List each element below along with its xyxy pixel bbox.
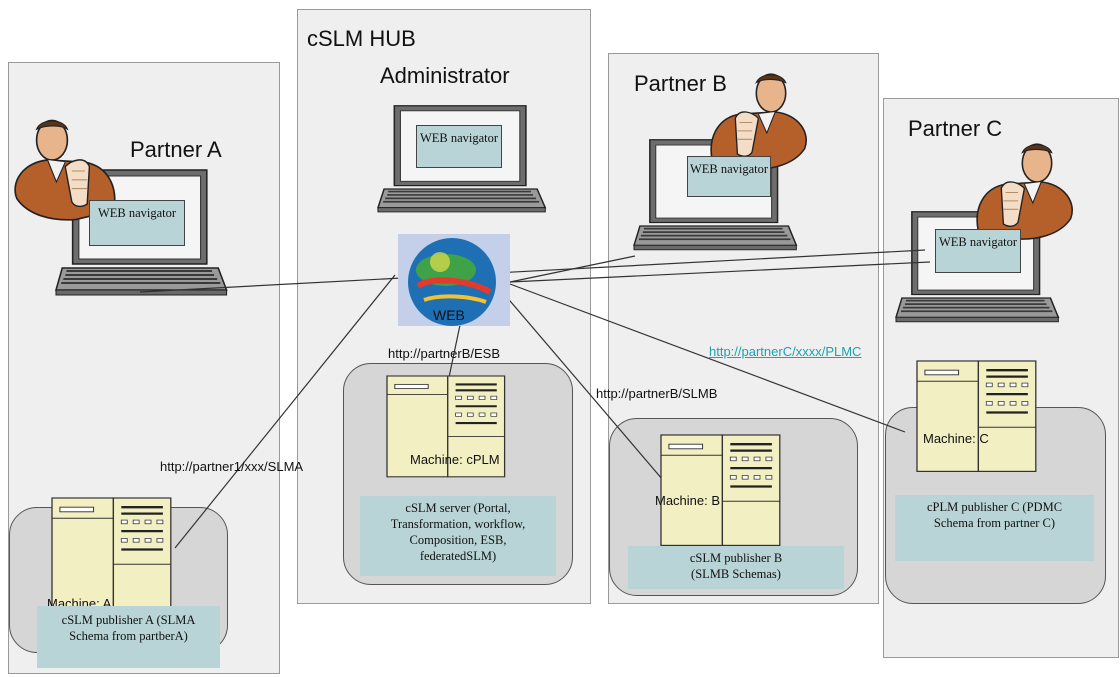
hub-subtitle: Administrator [380,63,510,88]
person-partner-b [710,73,808,170]
partner-a-title: Partner A [130,137,222,162]
screen-label-partner-b: WEB navigator [687,156,771,197]
server-partner-b [659,433,782,547]
machine-label-b: Machine: B [655,493,721,508]
caption-partner-a: cSLM publisher A (SLMA Schema from partb… [37,606,220,668]
url-plmc[interactable]: http://partnerC/xxxx/PLMC [709,344,862,359]
line-web-to-machine-hub [447,324,461,383]
screen-label-partner-a: WEB navigator [89,200,185,246]
url-esb: http://partnerB/ESB [388,346,501,361]
screen-label-hub: WEB navigator [416,125,502,168]
server-partner-c [915,359,1038,473]
line-web-to-machine-c [509,283,906,433]
url-slma: http://partner1/xxx/SLMA [160,459,304,474]
web-label: WEB [433,307,465,323]
partner-c-title: Partner C [908,116,1003,141]
server-partner-a [50,496,173,610]
caption-hub: cSLM server (Portal, Transformation, wor… [360,496,556,576]
partner-b-title: Partner B [634,71,727,96]
caption-partner-b: cSLM publisher B (SLMB Schemas) [628,546,844,589]
line-web-to-machine-b [504,294,681,501]
url-slmb: http://partnerB/SLMB [596,386,718,401]
line-web-to-partner-c [509,261,931,283]
line-partner-a-to-partner-c [139,249,926,293]
screen-label-partner-c: WEB navigator [935,229,1021,273]
web-globe-icon [398,234,510,326]
line-web-to-partner-b [509,255,636,283]
line-web-to-machine-a [174,274,396,549]
machine-label-hub: Machine: cPLM [410,452,500,467]
machine-label-c: Machine: C [923,431,989,446]
person-partner-c [976,143,1074,240]
hub-title: cSLM HUB [307,26,416,51]
connection-lines [139,249,931,549]
caption-partner-c: cPLM publisher C (PDMC Schema from partn… [895,495,1094,561]
